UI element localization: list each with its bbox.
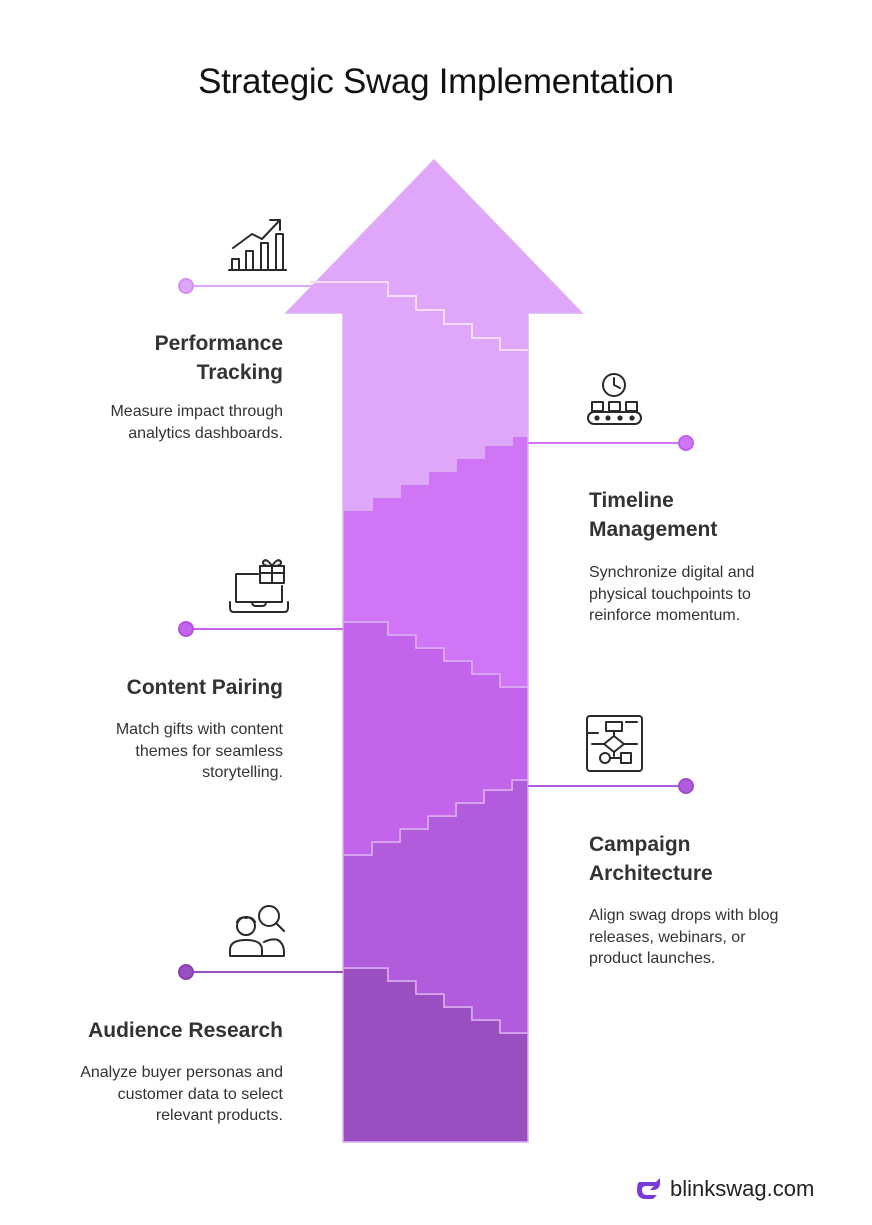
page-title: Strategic Swag Implementation (198, 62, 674, 101)
people-search-icon (229, 905, 285, 957)
laptop-gift-icon (229, 559, 289, 613)
brand-name[interactable]: blinkswag.com (670, 1176, 815, 1201)
heading-timeline-management: Timeline Management (589, 489, 718, 541)
desc-content-pairing: Match gifts with content themes for seam… (115, 721, 283, 781)
growth-chart-icon (228, 219, 287, 271)
dot-campaign-architecture (678, 778, 694, 794)
brand-footer[interactable]: blinkswag.com (636, 1174, 814, 1204)
heading-performance-tracking: Performance Tracking (154, 332, 283, 384)
desc-campaign-architecture: Align swag drops with blog releases, web… (589, 907, 779, 967)
clock-conveyor-icon (587, 373, 642, 425)
stair-highlight-top (310, 281, 528, 351)
flowchart-icon (586, 715, 643, 772)
desc-timeline-management: Synchronize digital and physical touchpo… (589, 564, 755, 624)
dot-timeline-management (678, 435, 694, 451)
desc-audience-research: Analyze buyer personas and customer data… (80, 1064, 283, 1124)
dot-performance-tracking (178, 278, 194, 294)
dot-audience-research (178, 964, 194, 980)
dot-content-pairing (178, 621, 194, 637)
desc-performance-tracking: Measure impact through analytics dashboa… (110, 403, 283, 442)
arrow-segment-performance-tracking (284, 158, 584, 511)
heading-campaign-architecture: Campaign Architecture (589, 833, 713, 885)
heading-content-pairing: Content Pairing (126, 676, 283, 699)
heading-audience-research: Audience Research (88, 1019, 283, 1042)
blinkswag-logo-icon (637, 1178, 660, 1199)
